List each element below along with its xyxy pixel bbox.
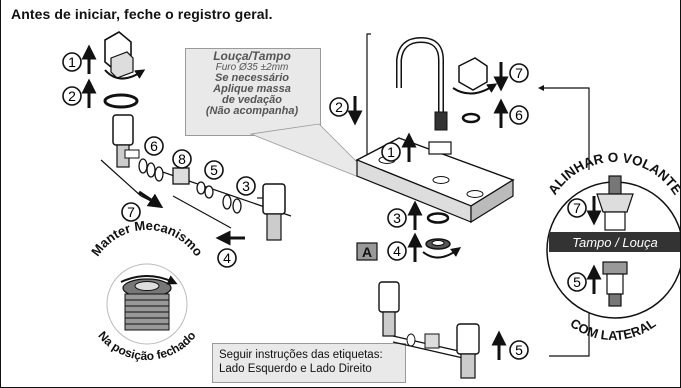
step-marker-5-circle: 5: [567, 264, 602, 294]
right-valve-left-diagram: [257, 183, 286, 241]
svg-text:2: 2: [68, 88, 76, 104]
svg-text:8: 8: [178, 151, 186, 167]
right-seal-ring: [461, 112, 481, 124]
left-seal-ring: [103, 93, 139, 109]
mechanism-detail: Manter Mecanismo Na posição fechado: [88, 218, 206, 363]
bottom-valve-assembly: [378, 281, 480, 379]
mechanism-top-text: Manter Mecanismo: [88, 218, 206, 259]
svg-text:7: 7: [127, 204, 135, 220]
align-bottom-text: COM LATERAL: [568, 315, 659, 343]
step-marker-7-left: 7: [121, 190, 164, 222]
note-line-if-needed: Se necessário: [215, 72, 289, 84]
step-marker-2-center: 2: [329, 96, 363, 126]
svg-text:3: 3: [242, 178, 250, 194]
connector-bottom: [549, 346, 590, 357]
svg-text:6: 6: [150, 138, 158, 154]
svg-text:1: 1: [68, 54, 76, 70]
step-marker-3-left: 3: [236, 176, 256, 196]
band-text: Tampo / Louça: [572, 235, 658, 250]
step-marker-7-circle: 7: [567, 196, 602, 226]
svg-text:5: 5: [210, 162, 218, 178]
note-line-hole: Furo Ø35 ±2mm: [215, 62, 289, 73]
svg-text:5: 5: [573, 274, 581, 290]
labels-note-line1: Seguir instruções das etiquetas:: [219, 349, 383, 361]
svg-text:7: 7: [573, 200, 581, 216]
under-counter-washers: [422, 212, 462, 259]
svg-text:1: 1: [387, 144, 395, 160]
step-marker-6-left: 6: [144, 136, 164, 156]
step-marker-6-top: 6: [493, 98, 529, 128]
step-marker-5-bottom: 5: [491, 330, 529, 360]
note-line-not-included: (Não acompanha): [205, 105, 299, 117]
left-handle: [104, 31, 146, 80]
note-line-sealant: de vedação: [222, 94, 282, 106]
align-handle-detail: Tampo / Louça ALINHAR O VOLANTE COM LATE…: [545, 150, 680, 343]
step-marker-1-left: 1: [62, 44, 97, 74]
step-marker-5-left: 5: [204, 160, 224, 180]
step-marker-3-center: 3: [387, 200, 423, 230]
svg-text:7: 7: [515, 65, 523, 81]
svg-text:6: 6: [515, 107, 523, 123]
connector-top: [538, 85, 590, 170]
right-handle-top: [452, 57, 498, 95]
countertop-note: Louça/Tampo Furo Ø35 ±2mm Se necessário …: [185, 49, 319, 117]
svg-text:5: 5: [515, 342, 523, 358]
step-marker-4-center: A 4: [356, 232, 423, 262]
countertop-note-box: [185, 48, 321, 136]
note-pointer: [249, 123, 382, 187]
svg-text:3: 3: [393, 210, 401, 226]
step-marker-2-left: 2: [62, 78, 97, 108]
labels-note: Seguir instruções das etiquetas: Lado Es…: [219, 348, 405, 376]
tag-a: A: [362, 244, 372, 260]
countertop-band: [549, 232, 680, 252]
labels-note-box: [212, 343, 406, 383]
svg-text:4: 4: [393, 243, 401, 259]
note-line-title: Louça/Tampo: [213, 49, 291, 63]
spout-bracket: [366, 33, 371, 176]
step-marker-8-left: 8: [172, 149, 192, 169]
note-line-apply: Aplique massa: [213, 83, 291, 95]
step-marker-7-top: 7: [493, 62, 529, 92]
spout: [396, 36, 452, 155]
step-marker-4-left: 4: [215, 230, 245, 268]
svg-text:4: 4: [223, 250, 231, 266]
left-valve: [112, 114, 140, 168]
step-marker-1-center: 1: [381, 132, 417, 162]
svg-text:2: 2: [335, 99, 343, 115]
instruction-headline: Antes de iniciar, feche o registro geral…: [11, 6, 273, 22]
labels-note-line2: Lado Esquerdo e Lado Direito: [219, 363, 372, 375]
